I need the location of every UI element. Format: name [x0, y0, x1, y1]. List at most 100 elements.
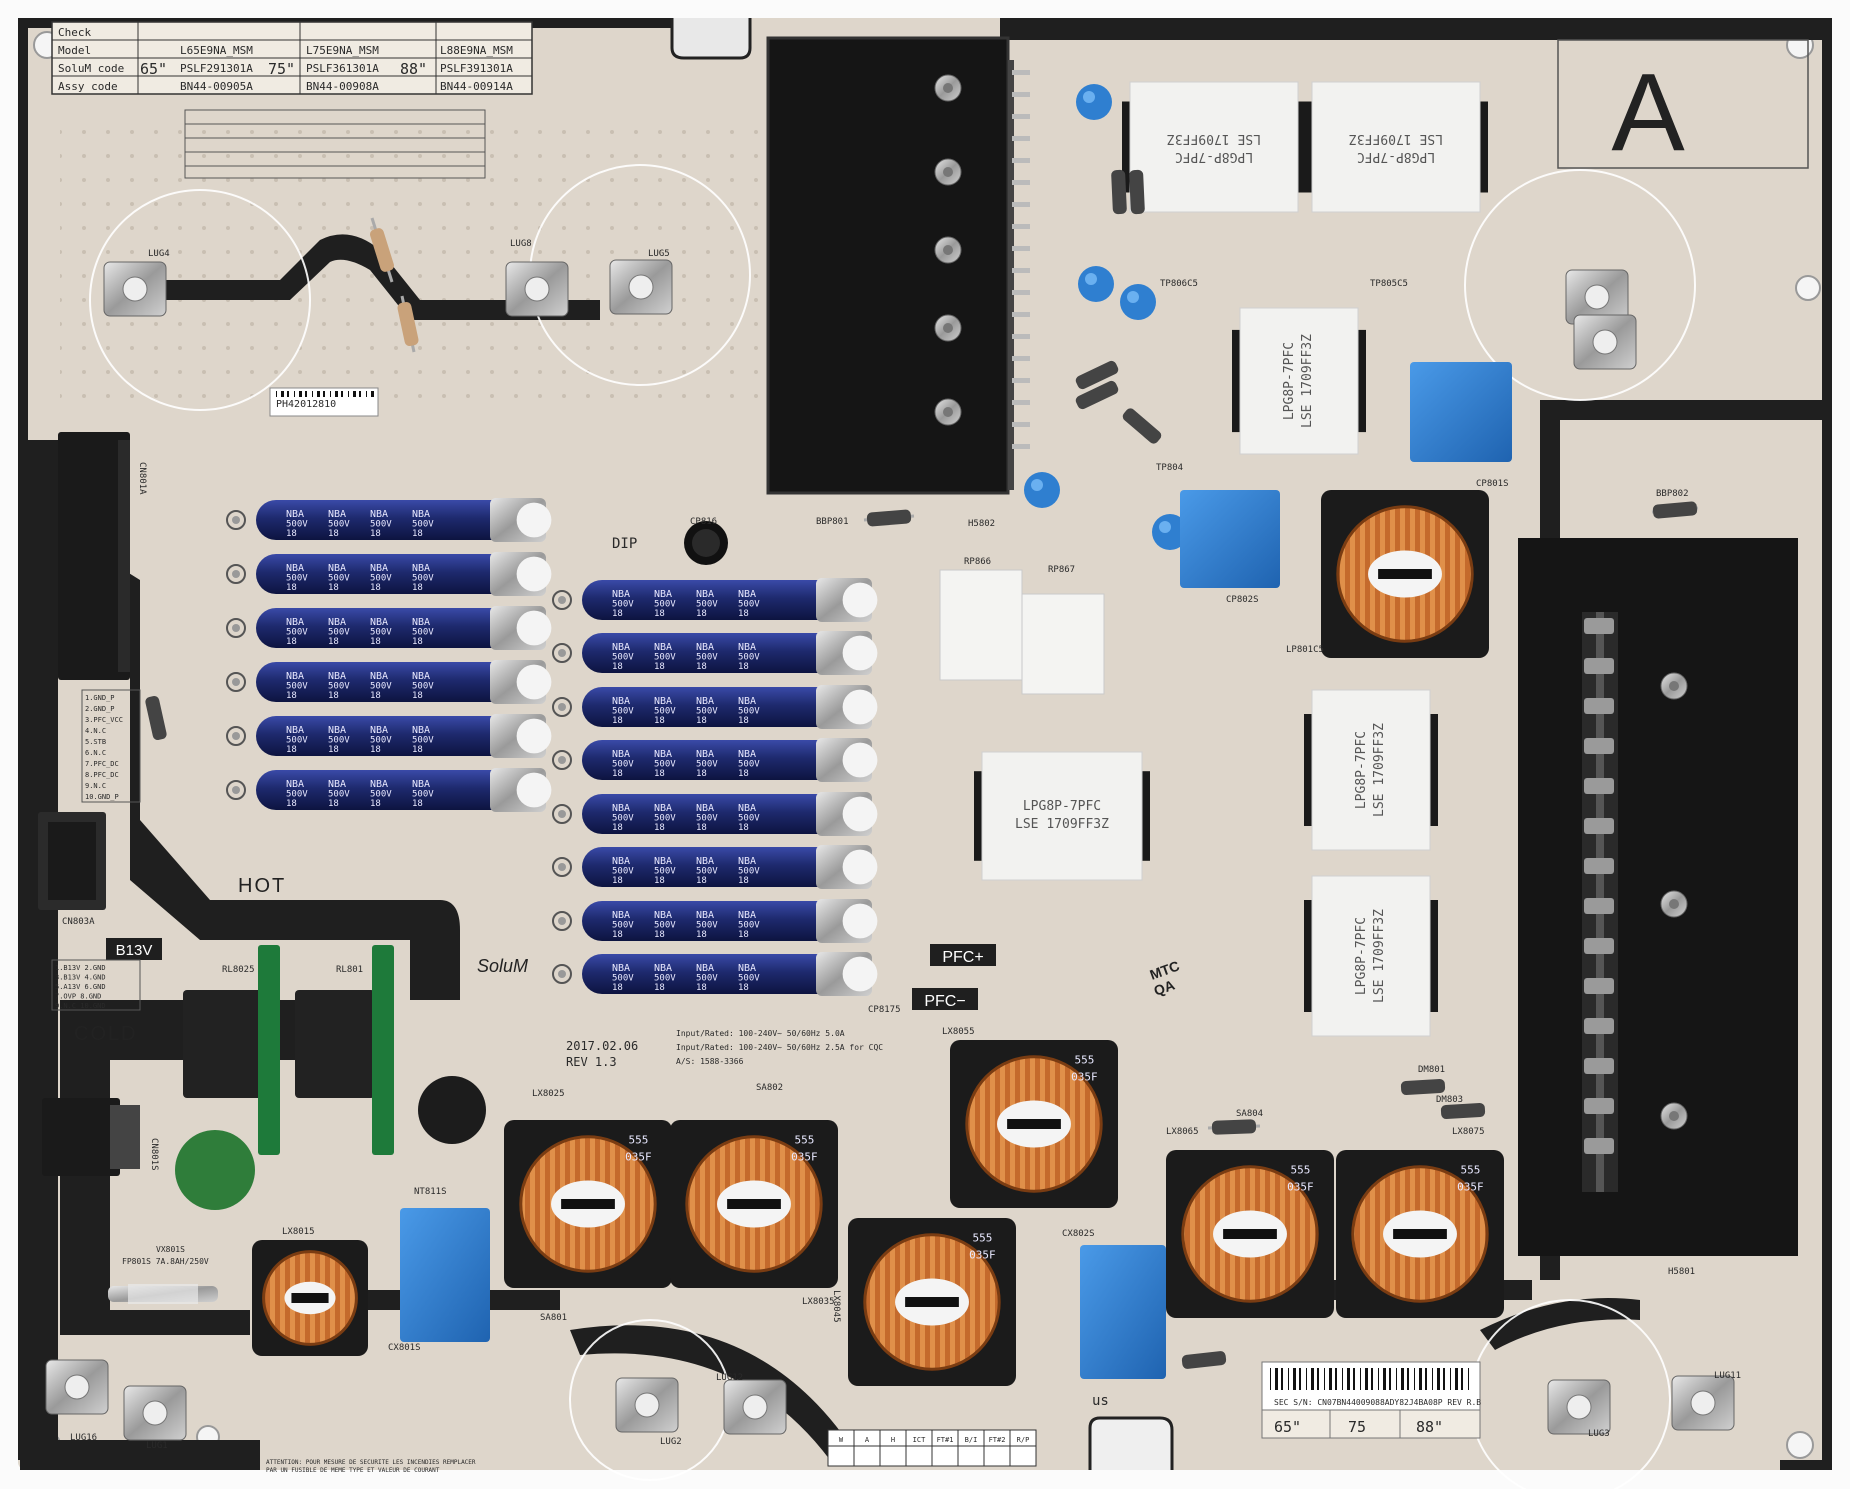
capacitor-body	[582, 580, 872, 620]
heatsink-top	[766, 36, 1014, 495]
heatsink-pin	[1584, 858, 1614, 874]
solum-code-75: PSLF361301A	[306, 62, 379, 75]
barcode-bar	[366, 391, 367, 397]
choke-winding-edge	[965, 1055, 1103, 1193]
cap-marking-voltage: 500V	[286, 681, 308, 691]
ref-nt811s: NT811S	[414, 1187, 447, 1197]
cap-marking-voltage: 500V	[370, 735, 392, 745]
heatsink-lead	[1012, 136, 1030, 141]
cap-marking-brand: NBA	[738, 910, 756, 921]
barcode-bar	[1353, 1368, 1355, 1390]
small-capacitor-highlight	[1127, 291, 1139, 303]
cap-marking-value: 18	[654, 930, 665, 940]
capacitor-body	[256, 770, 546, 810]
barcode-bar	[341, 391, 343, 397]
connector-pin-tables: 1.GND_P2.GND_P3.PFC_VCC4.N.C5.STB6.N.C7.…	[51, 689, 141, 1011]
transformer-lot: LSE 1709FF3Z	[1349, 131, 1443, 146]
ref-lug12: LUG12	[716, 1373, 743, 1383]
cap-marking-value: 18	[612, 609, 623, 619]
choke-divider	[1393, 1229, 1447, 1239]
ref-bbp801: BBP801	[816, 517, 849, 527]
capacitor-pad	[552, 911, 572, 931]
small-capacitor-highlight	[1031, 479, 1043, 491]
ref-rl801: RL801	[336, 965, 363, 975]
barcode-bar	[317, 391, 320, 397]
transformer-model: LPG8P-7PFC	[1282, 342, 1297, 420]
barcode-bar	[359, 391, 361, 397]
cap-marking-brand: NBA	[412, 779, 430, 790]
capacitor-pad-center	[558, 863, 566, 871]
ref-cx801s: CX801S	[388, 1343, 421, 1353]
terminal-lug	[1671, 1375, 1735, 1431]
terminal-lug	[723, 1379, 787, 1435]
relay-rl8025	[183, 990, 263, 1098]
cap-marking-brand: NBA	[738, 589, 756, 600]
terminal-lug	[1565, 269, 1629, 325]
capacitor-body	[256, 716, 546, 756]
cap-marking-brand: NBA	[612, 856, 630, 867]
relay-driver-board	[258, 945, 280, 1155]
barcode-bar	[1293, 1368, 1296, 1390]
solum-code-label: SoluM code	[58, 62, 124, 75]
barcode-bar	[330, 391, 331, 397]
barcode-bar	[1311, 1368, 1314, 1390]
cap-marking-brand: NBA	[412, 563, 430, 574]
cap-marking-voltage: 500V	[612, 973, 634, 983]
cap-marking-brand: NBA	[696, 856, 714, 867]
barcode-bar	[1324, 1368, 1325, 1390]
cap-marking-value: 18	[696, 662, 707, 672]
ref-rp867: RP867	[1048, 565, 1075, 575]
choke-marking-value: 035F	[1071, 1070, 1098, 1083]
barcode-bar	[371, 391, 374, 397]
cap-marking-value: 18	[654, 716, 665, 726]
glue-blob	[842, 635, 878, 671]
diode	[1211, 1119, 1257, 1135]
ref-sa802: SA802	[756, 1083, 783, 1093]
ref-lug1: LUG1	[146, 1441, 168, 1451]
cap-marking-brand: NBA	[328, 779, 346, 790]
cap-marking-brand: NBA	[612, 803, 630, 814]
lug-hole	[122, 276, 148, 302]
heatsink-lead	[1012, 356, 1030, 361]
barcode-bar	[299, 391, 302, 397]
choke-winding-edge	[519, 1135, 657, 1273]
transformer-lot: LSE 1709FF3Z	[1372, 723, 1387, 817]
cap-marking-value: 18	[612, 662, 623, 672]
cap-marking-voltage: 500V	[654, 813, 676, 823]
cap-marking-voltage: 500V	[696, 599, 718, 609]
model-65: L65E9NA_MSM	[180, 44, 253, 57]
cap-marking-value: 18	[696, 983, 707, 993]
capacitor-body	[582, 847, 872, 887]
heatsink-lead	[1012, 92, 1030, 97]
cap-marking-value: 18	[412, 529, 423, 539]
cap-marking-voltage: 500V	[612, 599, 634, 609]
capacitor-pad-center	[558, 756, 566, 764]
ref-lug2: LUG2	[660, 1437, 682, 1447]
assy-code-label: Assy code	[58, 80, 118, 93]
test-stamp-label: FT#1	[937, 1436, 954, 1444]
cap-marking-value: 18	[286, 583, 297, 593]
cap-marking-value: 18	[696, 876, 707, 886]
size-88-tag: 88"	[400, 60, 427, 78]
lug-hole	[634, 1392, 660, 1418]
capacitor-pad-center	[232, 786, 240, 794]
diode	[1129, 169, 1145, 215]
toroid-choke	[1321, 490, 1489, 658]
heatsink-pins	[1012, 70, 1614, 1154]
cap-marking-value: 18	[738, 930, 749, 940]
barcode-bar	[1432, 1368, 1433, 1390]
cap-marking-value: 18	[738, 823, 749, 833]
cap-marking-value: 18	[612, 983, 623, 993]
barcode-bar	[1437, 1368, 1440, 1390]
test-stamp-label: R/P	[1017, 1436, 1030, 1444]
serial-text: SEC S/N: CN07BN44009088ADY82J4BA08P REV …	[1274, 1398, 1481, 1407]
cn803a-pin-label: 7.OVP 8.GND	[55, 993, 101, 1001]
fuse-warning-2: PAR UN FUSIBLE DE MEME TYPE ET VALEUR DE…	[266, 1467, 440, 1474]
choke-marking-code: 555	[1460, 1164, 1480, 1177]
cap-marking-value: 18	[696, 930, 707, 940]
heatsink-lead	[1012, 70, 1030, 75]
